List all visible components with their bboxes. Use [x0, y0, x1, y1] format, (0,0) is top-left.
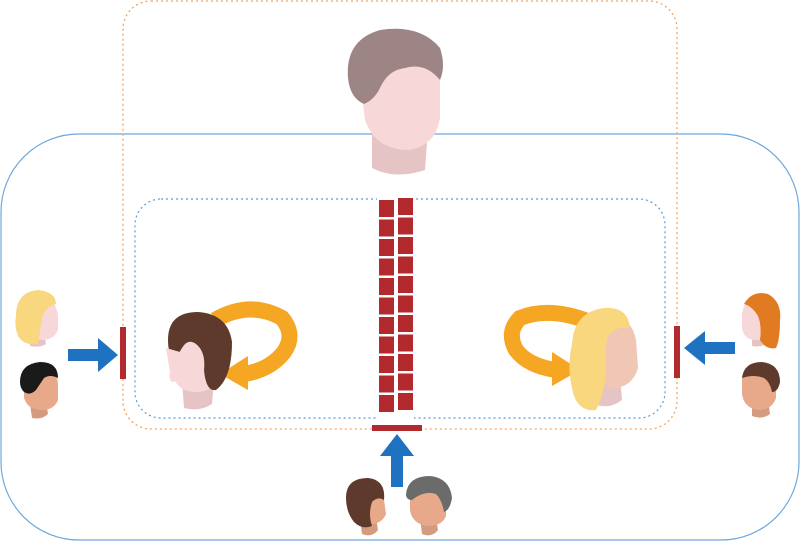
brick	[398, 373, 413, 391]
left-barrier	[120, 327, 126, 379]
left-group-heads-icon	[15, 290, 58, 419]
push-arrow-icon	[684, 331, 735, 365]
bottom-group-heads-icon	[346, 476, 452, 536]
brick	[379, 356, 394, 373]
rotating-head-left-icon	[166, 301, 298, 410]
brick-wall-icon	[377, 198, 414, 424]
bottom-barrier	[372, 425, 422, 431]
brick	[398, 256, 413, 274]
brick	[398, 334, 413, 352]
brick	[398, 198, 413, 215]
brick	[379, 278, 394, 295]
brick	[398, 315, 413, 332]
right-group-heads-icon	[742, 293, 781, 418]
push-arrow-icon	[68, 338, 118, 372]
brick	[379, 200, 394, 217]
central-head-icon	[347, 28, 443, 175]
push-arrow-icon	[380, 434, 414, 487]
brick	[379, 317, 394, 334]
rotating-head-right-icon	[503, 304, 638, 411]
brick	[379, 219, 394, 237]
brick	[398, 393, 413, 410]
brick	[379, 375, 394, 393]
brick	[398, 217, 413, 235]
brick	[398, 237, 413, 254]
brick	[379, 258, 394, 276]
brick	[379, 395, 394, 412]
brick	[398, 295, 413, 313]
brick	[379, 239, 394, 256]
brick	[398, 354, 413, 371]
right-barrier	[674, 326, 680, 378]
brick	[379, 336, 394, 354]
brick	[379, 297, 394, 315]
brick	[398, 276, 413, 293]
